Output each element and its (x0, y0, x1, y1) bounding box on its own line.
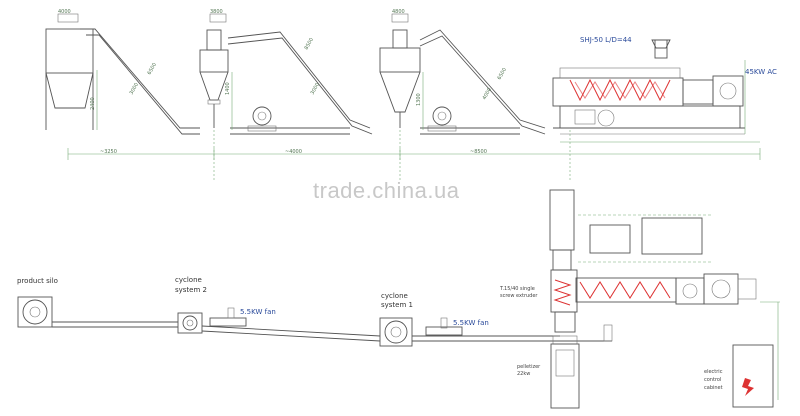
fan-2-plan (209, 307, 247, 327)
label-product-silo: product silo (17, 277, 58, 285)
product-silo-plan (17, 296, 53, 328)
extruder-plan (549, 189, 780, 409)
dim-height-3: 1300 (416, 93, 422, 106)
plan-view: product silo cyclone system 2 cyclone sy… (17, 189, 780, 409)
extruder-model-label: SHJ-50 L/D=44 (580, 36, 632, 44)
dim-pipe-1b: 3000 (129, 82, 141, 96)
dim-top-2: 3800 (210, 9, 223, 15)
label-fan-2: 5.5KW fan (240, 308, 276, 316)
dim-pipe-3b: 4000 (482, 87, 494, 101)
conveying-pipe-3 (419, 29, 546, 135)
cyclone-2 (199, 13, 229, 128)
label-cyclone-2-line1: cyclone (175, 276, 202, 284)
dim-top-1: 4000 (58, 9, 71, 15)
label-pelletizer-line2: 22kw (517, 371, 530, 377)
fan-2-elevation (247, 106, 277, 132)
label-cabinet-line1: electric (704, 369, 723, 375)
dim-height-1: 2400 (90, 97, 96, 110)
label-fan-1: 5.5KW fan (453, 319, 489, 327)
dim-height-2: 1400 (225, 82, 231, 95)
cyclone-1 (379, 13, 421, 128)
dim-left: ~3250 (100, 149, 117, 155)
cyclone-1-plan (379, 317, 413, 347)
dim-pipe-3a: 6500 (497, 67, 509, 81)
label-extruder-line1: T.15/40 single (499, 286, 535, 292)
dim-top-3: 4800 (392, 9, 405, 15)
label-pelletizer-line1: pelletizer (517, 364, 541, 370)
label-cyclone-2-line2: system 2 (175, 286, 207, 294)
fan-1-plan (425, 317, 463, 336)
label-cyclone-1-line2: system 1 (381, 301, 413, 309)
label-cabinet-line2: control (704, 377, 721, 383)
label-cyclone-1-line1: cyclone (381, 292, 408, 300)
label-cabinet-line3: cabinet (704, 385, 723, 391)
fan-1-elevation (427, 106, 457, 132)
silo-1 (45, 13, 94, 130)
dim-right: ~8500 (470, 149, 487, 155)
motor-power-label: 45KW AC (745, 68, 777, 76)
electric-cabinet (732, 344, 774, 408)
label-extruder-line2: screw extruder (500, 293, 538, 299)
extruder-elevation (552, 39, 745, 135)
watermark: trade.china.ua (313, 178, 460, 203)
cyclone-2-plan (177, 312, 203, 334)
conveying-pipe-1 (80, 28, 200, 135)
elevation-view: ~3250 ~4000 ~8500 4000 3800 4800 6500 30… (45, 9, 777, 180)
dim-pipe-2b: 3000 (310, 82, 322, 96)
conveying-pipe-2 (227, 31, 373, 135)
dim-pipe-1a: 6500 (147, 62, 159, 76)
dim-middle: ~4000 (285, 149, 302, 155)
dim-pipe-2a: 8500 (304, 37, 316, 51)
elevation-dimensions (67, 60, 761, 180)
